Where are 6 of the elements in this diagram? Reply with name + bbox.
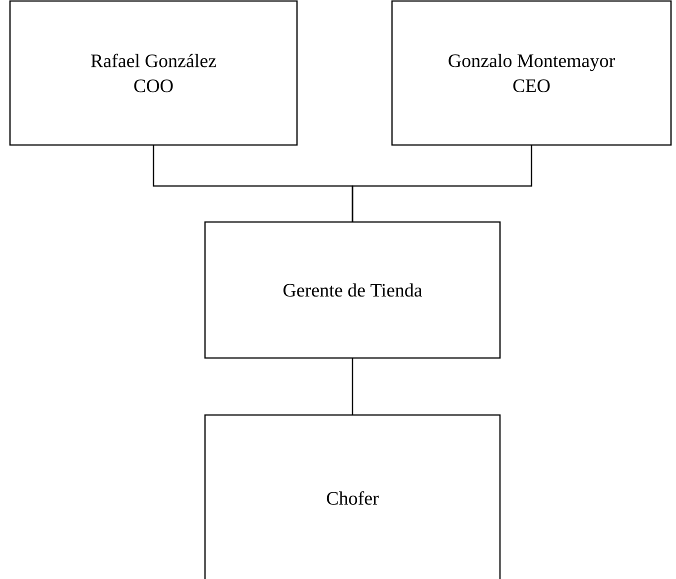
- org-box: Gonzalo Montemayor CEO: [391, 0, 672, 146]
- connector-line: [352, 358, 354, 415]
- connector-line: [352, 145, 532, 222]
- org-box: Gerente de Tienda: [204, 221, 501, 359]
- org-box: Chofer: [204, 414, 501, 579]
- org-box: Rafael González COO: [9, 0, 298, 146]
